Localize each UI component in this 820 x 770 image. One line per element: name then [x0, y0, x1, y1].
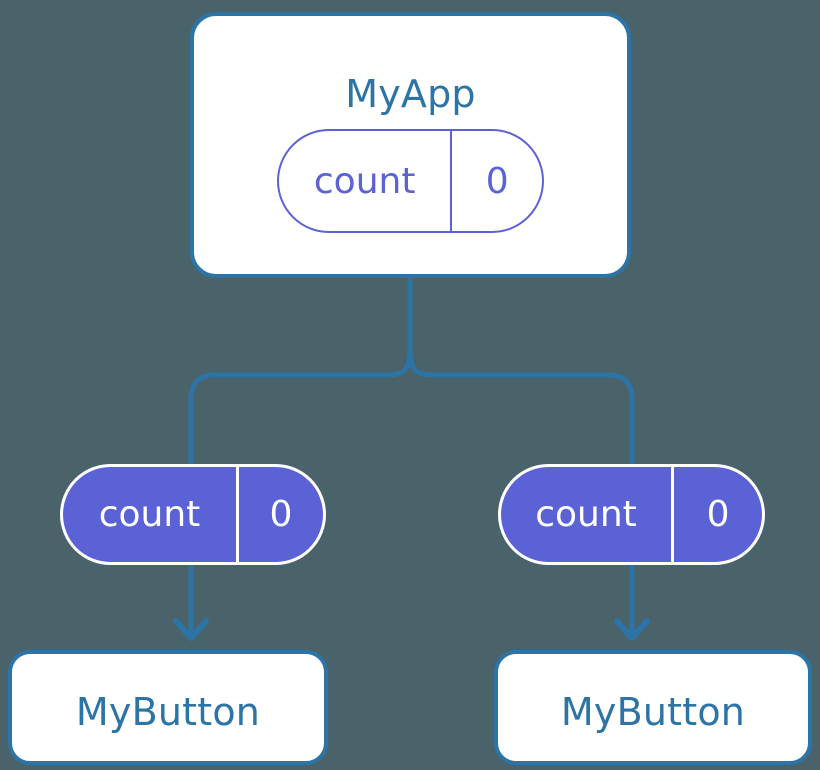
state-key-child-left: count: [98, 494, 201, 535]
state-key-myapp: count: [313, 160, 416, 202]
prop-arrow-left-head: [173, 618, 209, 641]
state-value-child-right: 0: [671, 467, 762, 562]
component-name-mybutton-right: MyButton: [560, 690, 746, 734]
component-box-mybutton-left[interactable]: MyButton: [8, 650, 328, 765]
component-name-mybutton-left: MyButton: [75, 690, 261, 734]
component-box-mybutton-right[interactable]: MyButton: [494, 650, 812, 765]
state-value-child-left: 0: [235, 467, 323, 562]
state-pill-child-left[interactable]: count 0: [60, 464, 326, 565]
state-value-myapp: 0: [450, 131, 542, 231]
state-key-child-right: count: [535, 494, 637, 535]
state-pill-myapp[interactable]: count 0: [277, 129, 544, 233]
component-name-myapp: MyApp: [345, 72, 476, 116]
state-pill-child-right[interactable]: count 0: [498, 464, 765, 565]
prop-arrow-right-head: [614, 618, 650, 641]
